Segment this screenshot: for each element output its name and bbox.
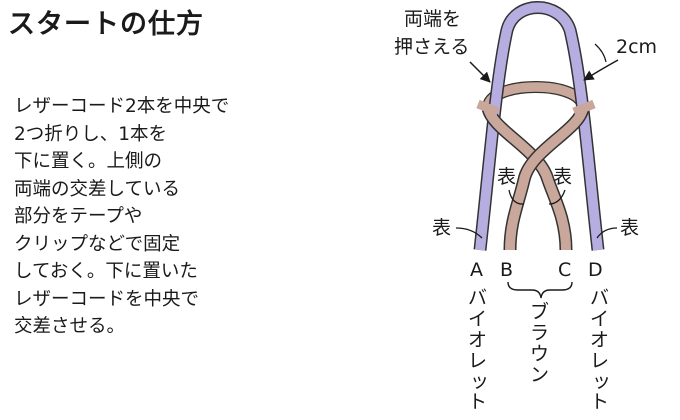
label-front-left: 表 — [432, 217, 451, 239]
svg-text:ウ: ウ — [530, 343, 549, 365]
label-width: 2cm — [616, 36, 657, 58]
instruction-line: クリップなどで固定 — [14, 233, 181, 255]
color-label-brown: ブ ラ ウ ン — [530, 300, 549, 386]
color-label-violet-right: バ イ オ レ ッ ト — [590, 287, 611, 413]
svg-text:バ: バ — [468, 287, 487, 309]
instruction-line: 2つ折りし、1本を — [14, 123, 168, 145]
label-hold-ends: 両端を — [404, 8, 461, 30]
width-guide — [594, 43, 607, 63]
svg-text:イ: イ — [468, 308, 487, 330]
instruction-line: レザーコードを中央で — [14, 288, 200, 310]
brown-cord-loop-front — [476, 99, 596, 117]
leader-front-left — [455, 227, 483, 239]
svg-text:イ: イ — [590, 308, 609, 330]
label-front-right: 表 — [620, 217, 639, 239]
svg-text:ン: ン — [530, 364, 549, 386]
end-label-a: A — [470, 259, 483, 281]
svg-text:ト: ト — [468, 391, 487, 413]
leader-front-center-right — [548, 189, 566, 205]
svg-text:オ: オ — [590, 329, 609, 351]
instruction-line: 下に置く。上側の — [14, 151, 163, 172]
end-label-d: D — [588, 259, 603, 281]
leader-front-center-left — [508, 189, 525, 205]
color-label-violet-left: バ イ オ レ ッ ト — [468, 287, 489, 413]
svg-text:レ: レ — [590, 350, 609, 372]
instruction-line: 交差させる。 — [14, 316, 126, 337]
end-label-c: C — [558, 259, 571, 281]
instruction-line: 部分をテープや — [14, 206, 143, 227]
label-front-center-right: 表 — [553, 166, 572, 188]
brown-cord-strand-c — [483, 106, 571, 251]
brown-brace — [507, 281, 573, 299]
svg-text:ッ: ッ — [470, 370, 489, 392]
svg-text:オ: オ — [468, 329, 487, 351]
label-front-center-left: 表 — [497, 166, 516, 188]
svg-text:ト: ト — [590, 391, 609, 413]
arrow-width — [583, 59, 619, 81]
arrow-hold-ends — [469, 61, 491, 83]
svg-text:レ: レ — [468, 350, 487, 372]
label-hold-ends: 押さえる — [394, 36, 469, 58]
leader-front-right — [596, 227, 618, 239]
brown-cord-strand-b — [505, 106, 588, 251]
svg-text:バ: バ — [590, 287, 609, 309]
instruction-line: レザーコード2本を中央で — [14, 96, 230, 117]
instruction-text: レザーコード2本を中央で 2つ折りし、1本を 下に置く。上側の 両端の交差してい… — [14, 93, 229, 341]
svg-text:ラ: ラ — [530, 322, 549, 344]
instruction-line: 両端の交差している — [14, 178, 180, 200]
page-title: スタートの仕方 — [8, 9, 204, 40]
svg-text:ブ: ブ — [530, 300, 549, 323]
end-label-b: B — [500, 259, 513, 281]
svg-text:ッ: ッ — [592, 370, 611, 392]
violet-cord — [475, 2, 603, 251]
instruction-line: しておく。下に置いた — [14, 261, 198, 282]
